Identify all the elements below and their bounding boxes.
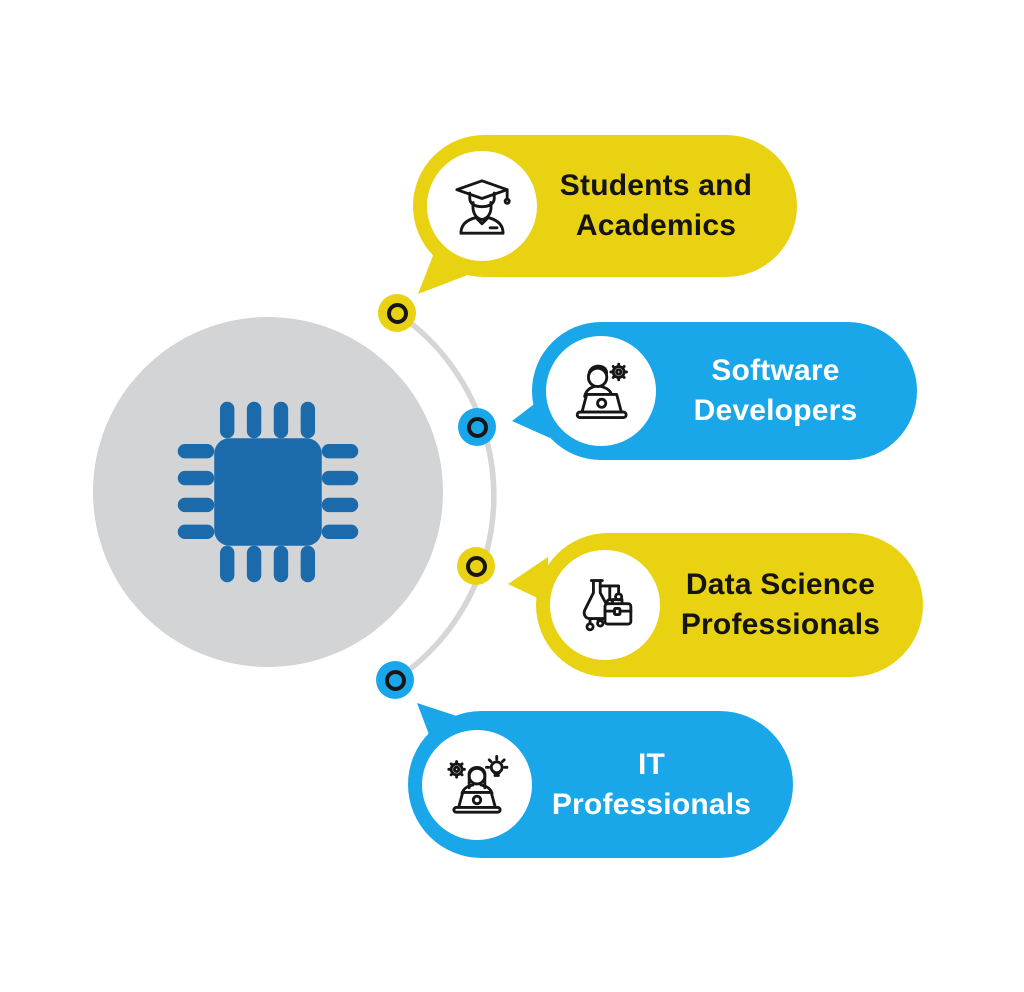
connector-node-2 [458,408,496,446]
bubble-label-data-science: Data Science Professionals [660,565,923,645]
central-circle [93,317,443,667]
bubble-label-students: Students and Academics [537,166,797,246]
connector-node-4-core [384,669,406,691]
label-line: IT [637,747,666,781]
developer-laptop-gear-icon [575,362,628,419]
label-line: Professionals [680,608,881,641]
label-line: Professionals [551,787,752,821]
person-gear-lightbulb-icon [447,754,509,814]
data-science-icon-badge [550,550,660,660]
developers-icon-badge [546,336,656,446]
connector-node-3-core [465,555,487,577]
label-line: Developers [693,394,858,427]
students-icon-badge [427,151,537,261]
bubble-label-developers: Software Developers [656,351,917,431]
bubble-software-developers: Software Developers [532,322,917,460]
flask-briefcase-icon [582,579,633,632]
connector-node-4 [376,661,414,699]
label-line: Data Science [685,568,876,601]
connector-node-1 [378,294,416,332]
bubble-label-it: IT Professionals [532,745,793,825]
bubble-it-professionals: IT Professionals [408,711,793,858]
cpu-chip-icon [177,401,359,583]
label-line: Students and [559,169,753,202]
bubble-data-science: Data Science Professionals [536,533,923,677]
connector-node-1-core [386,302,408,324]
it-icon-badge [422,729,532,840]
label-line: Academics [575,209,737,242]
label-line: Software [711,354,840,387]
connector-node-3 [457,547,495,585]
connector-node-2-core [466,416,488,438]
bubble-students-academics: Students and Academics [413,135,797,277]
graduate-student-icon [455,179,511,235]
